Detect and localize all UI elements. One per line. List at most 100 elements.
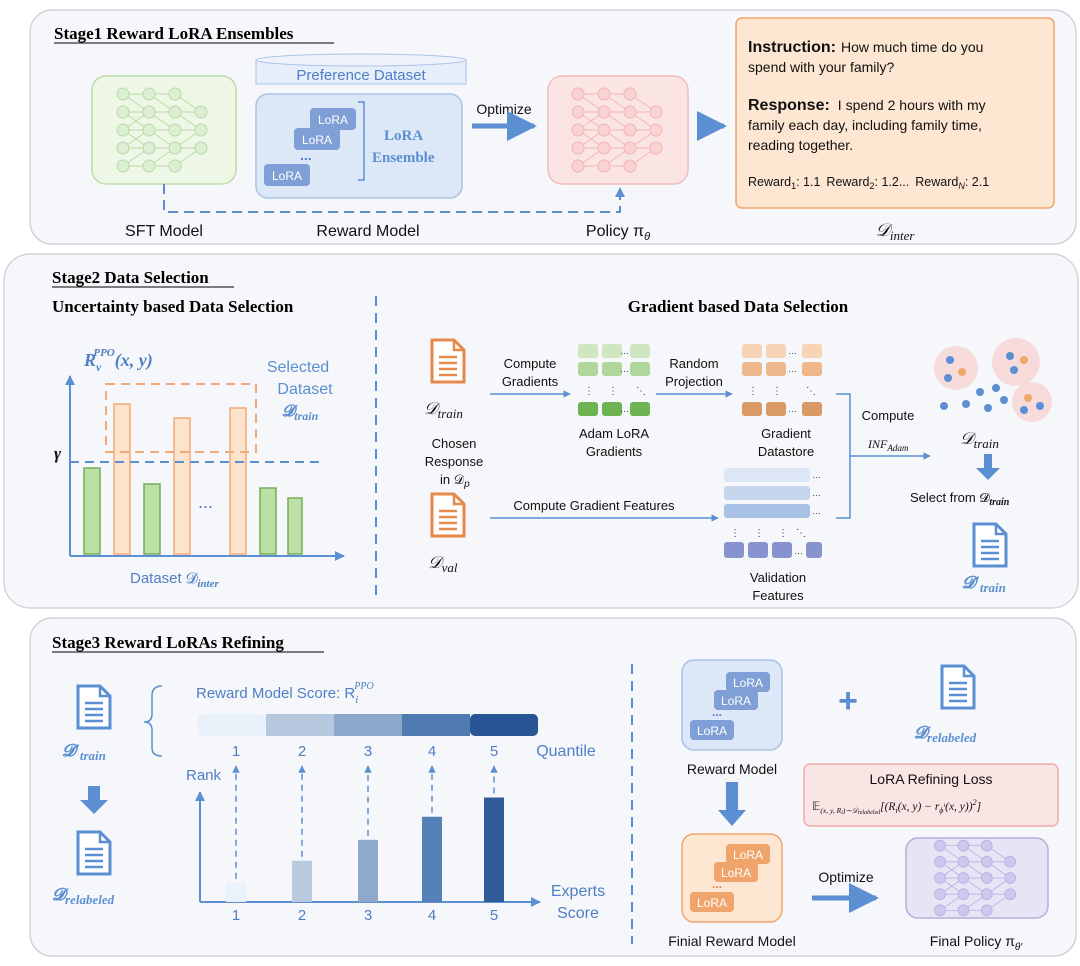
lora-chip-3: LoRA — [272, 169, 302, 183]
quantile-segment-1 — [198, 714, 266, 736]
adam-label-1: Adam LoRA — [579, 426, 649, 441]
response-line-1: Response:I spend 2 hours with my — [748, 97, 986, 114]
quantile-segment-3 — [334, 714, 402, 736]
svg-text:⋮: ⋮ — [754, 528, 764, 539]
adam-label-2: Gradients — [586, 444, 643, 459]
svg-text:⋱: ⋱ — [796, 528, 806, 539]
policy-label: Policy πθ — [586, 223, 650, 243]
validation-label-2: Features — [752, 588, 804, 603]
stage3-d-relabeled-label: 𝓓relabeled — [52, 885, 115, 907]
svg-text:⋮: ⋮ — [748, 386, 758, 397]
response-line-2: family each day, including family time, — [748, 117, 982, 133]
lora-ensemble-label-1: LoRA — [384, 128, 423, 144]
f-lora-ellipsis: ... — [712, 877, 722, 891]
quantile-tick-3: 3 — [364, 743, 372, 760]
policy-model — [547, 75, 689, 185]
score-label: Reward Model Score: RiPPO — [196, 681, 374, 706]
stage3-relabeled-right-label: 𝓓relabeled — [914, 723, 977, 745]
stage3-d-train-prime-doc — [76, 684, 112, 730]
adam-lora-gradients-grid: … … … ⋮⋮⋱ — [578, 344, 650, 416]
selected-label-2: Dataset — [277, 381, 333, 398]
select-down-arrow — [976, 454, 1000, 480]
merge-bracket — [836, 393, 930, 519]
random-projection-2: Projection — [665, 374, 723, 389]
svg-text:⋮: ⋮ — [608, 386, 618, 397]
final-reward-model: LoRA LoRA ... LoRA — [681, 833, 783, 923]
svg-text:…: … — [788, 404, 797, 414]
svg-text:…: … — [788, 346, 797, 356]
f-lora-2: LoRA — [721, 866, 751, 880]
experts-label-2: Score — [557, 905, 599, 922]
stage2-panel: Stage2 Data Selection Uncertainty based … — [3, 253, 1079, 609]
quantile-tick-5: 5 — [490, 743, 498, 760]
svg-text:⋮: ⋮ — [730, 528, 740, 539]
loss-title: LoRA Refining Loss — [870, 771, 993, 787]
rank-label: Rank — [186, 767, 222, 784]
relabel-down-arrow — [80, 786, 108, 814]
uncertainty-y-label: RvPPO(x, y) — [83, 347, 153, 374]
feedback-dashed-arrow — [163, 184, 625, 213]
chosen-2: Response — [425, 454, 484, 469]
experts-tick-5: 5 — [490, 907, 498, 924]
sft-label: SFT Model — [125, 223, 203, 240]
svg-text:…: … — [620, 364, 629, 374]
quantile-segment-4 — [402, 714, 470, 736]
s3-lora-2: LoRA — [721, 694, 751, 708]
bar-dots: ... — [198, 492, 213, 512]
uncertainty-title: Uncertainty based Data Selection — [52, 297, 294, 316]
lora-chip-1: LoRA — [318, 113, 348, 127]
svg-text:…: … — [788, 364, 797, 374]
datastore-label-1: Gradient — [761, 426, 811, 441]
d-val-label: 𝒟val — [428, 553, 458, 575]
svg-text:…: … — [794, 546, 803, 556]
quantile-tick-1: 1 — [232, 743, 240, 760]
stage3-d-relabeled-doc — [76, 830, 112, 876]
d-train-prime-doc — [972, 522, 1008, 568]
reward-lora-ensemble: LoRA LoRA ... LoRA LoRA Ensemble — [255, 93, 463, 199]
d-val-doc — [430, 492, 466, 538]
d-train-doc — [430, 338, 466, 384]
svg-text:…: … — [620, 404, 629, 414]
experts-tick-4: 4 — [428, 907, 436, 924]
d-train-cluster-label: 𝒟train — [960, 429, 999, 451]
stage3-panel: Stage3 Reward LoRAs Refining 𝓓′train 𝓓re… — [29, 617, 1077, 957]
svg-text:⋮: ⋮ — [584, 386, 594, 397]
lora-refining-loss-box: LoRA Refining Loss 𝔼(x, y, Ri)∼𝒟relabele… — [803, 763, 1059, 827]
experts-tick-3: 3 — [364, 907, 372, 924]
final-policy — [905, 837, 1049, 919]
uncertainty-chart: RvPPO(x, y) ... γ Selected Dataset 𝓓trai… — [54, 347, 345, 590]
expert-bar-2 — [292, 860, 312, 902]
preference-dataset-cylinder: Preference Dataset — [255, 53, 467, 85]
stage3-relabeled-doc — [940, 664, 976, 710]
quantile-segment-2 — [266, 714, 334, 736]
quantile-tick-4: 4 — [428, 743, 436, 760]
d-train-cluster — [934, 338, 1052, 422]
instruction-line-2: spend with your family? — [748, 59, 895, 75]
final-reward-model-label: Finial Reward Model — [668, 933, 796, 949]
svg-text:…: … — [812, 470, 821, 480]
svg-text:…: … — [812, 488, 821, 498]
validation-features-grid: … … … … ⋮ ⋮ ⋮ ⋱ — [724, 468, 822, 558]
s3-lora-ellipsis: ... — [712, 705, 722, 719]
svg-text:⋱: ⋱ — [636, 386, 646, 397]
inf-adam-label: INFAdam — [867, 437, 909, 453]
final-policy-label: Final Policy πθ′ — [930, 933, 1024, 953]
d-train-prime-label: 𝓓′train — [962, 573, 1006, 595]
svg-text:…: … — [812, 506, 821, 516]
f-lora-3: LoRA — [697, 896, 727, 910]
chosen-3: in 𝒟p — [440, 472, 470, 490]
uncertainty-x-label: Dataset 𝓓inter — [130, 570, 219, 590]
experts-label-1: Experts — [551, 883, 605, 900]
selected-label-3: 𝓓train — [282, 403, 319, 423]
stage3-title: Stage3 Reward LoRAs Refining — [52, 633, 284, 652]
lora-chip-2: LoRA — [302, 133, 332, 147]
svg-text:⋮: ⋮ — [778, 528, 788, 539]
validation-label-1: Validation — [750, 570, 806, 585]
gradient-datastore-grid: … … … ⋮⋮⋱ — [742, 344, 822, 416]
gradient-title: Gradient based Data Selection — [628, 297, 849, 316]
stage2-title: Stage2 Data Selection — [52, 268, 209, 287]
reward-to-final-arrow — [718, 782, 746, 826]
